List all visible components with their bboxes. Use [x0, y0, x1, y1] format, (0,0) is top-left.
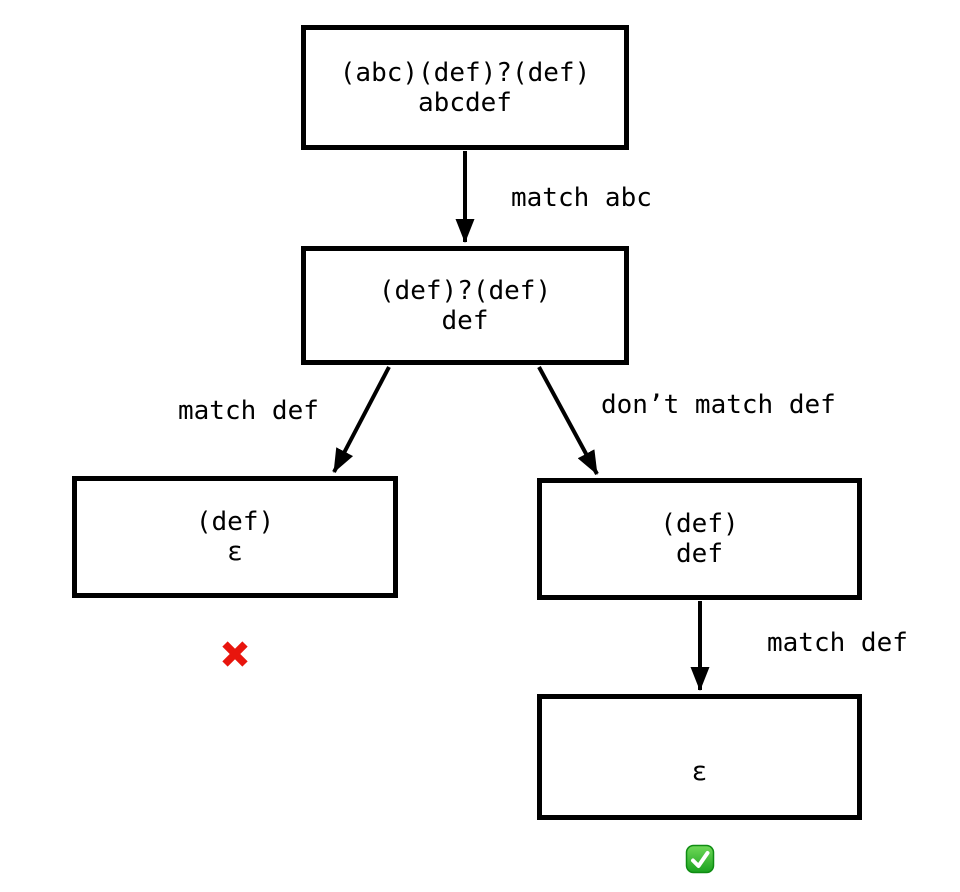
edge-label-dont-match-def: don’t match def	[601, 390, 836, 420]
check-mark-background	[685, 844, 715, 874]
node-root: (abc)(def)?(def) abcdef	[301, 25, 629, 150]
node-regex: (def)?(def)	[378, 275, 552, 306]
node-remaining-string: def	[441, 305, 489, 336]
cross-mark-strokes	[222, 641, 248, 667]
node-remaining-string: ε	[227, 537, 243, 567]
node-branch-skip-def: (def) def	[537, 478, 862, 600]
node-final: ε	[537, 694, 862, 820]
check-mark-glyph	[691, 851, 710, 868]
edge-arrow-match-def-left	[332, 366, 391, 473]
node-remaining-string: def	[676, 539, 723, 569]
node-regex: (abc)(def)?(def)	[339, 57, 591, 88]
edge-label-match-def-right: match def	[767, 628, 908, 658]
node-regex: (def)	[195, 507, 275, 537]
node-remaining-string: ε	[691, 757, 708, 787]
edge-arrow-dont-match-def	[537, 366, 599, 475]
check-mark-icon	[685, 844, 715, 874]
edge-label-match-abc: match abc	[511, 183, 652, 213]
node-regex: (def)	[660, 509, 739, 539]
node-remaining-string: abcdef	[418, 87, 512, 118]
node-after-match-abc: (def)?(def) def	[301, 246, 629, 365]
node-branch-match-def: (def) ε	[72, 476, 398, 598]
edge-label-match-def-left: match def	[178, 396, 319, 426]
cross-mark-icon	[222, 641, 248, 667]
